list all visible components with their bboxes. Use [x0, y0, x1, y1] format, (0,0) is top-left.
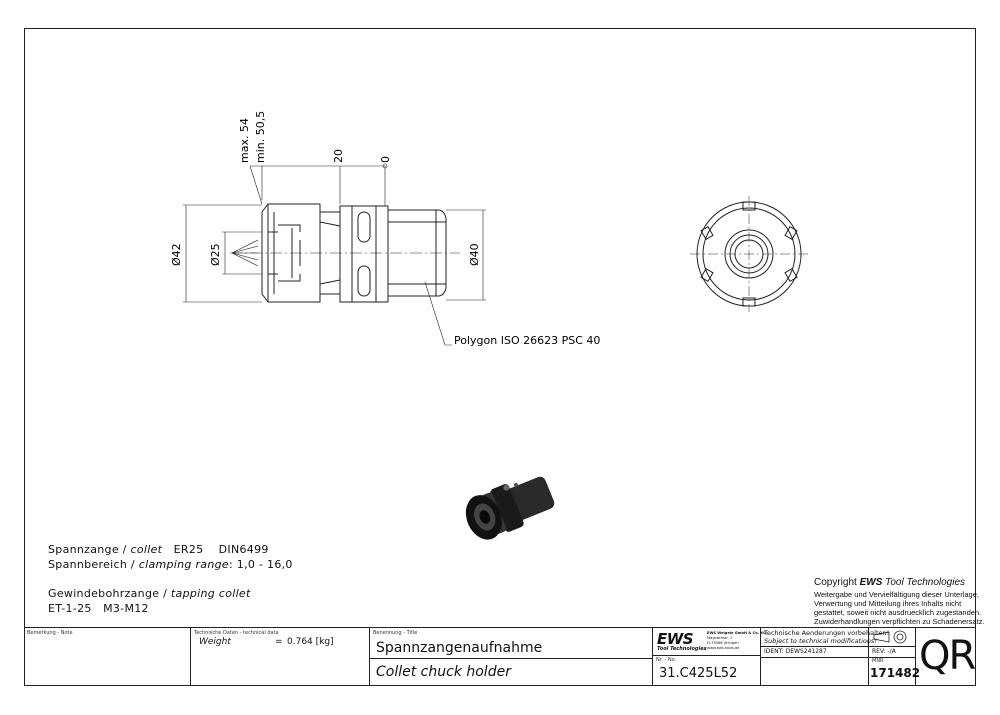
copyright-line2: Verwertung und Mitteilung ihres Inhalts …: [814, 599, 962, 608]
company-line4: www.ews-tools.de: [707, 646, 740, 650]
ews-logo: EWS: [657, 630, 694, 648]
dim-0-label: 0: [379, 156, 392, 163]
mnr-label: MNR: [872, 658, 884, 664]
title-de: Spannzangenaufnahme: [376, 640, 543, 656]
weight-label: Weight: [199, 637, 231, 647]
dim-d25-label: Ø25: [209, 243, 222, 266]
qr-cell: QR: [916, 628, 976, 686]
company-line3: D-73066 Uhingen: [707, 641, 739, 645]
copyright-line1: Weitergabe und Vervielfältigung dieser U…: [814, 590, 979, 599]
title-cell: Benennung - Title Spannzangenaufnahme Co…: [370, 628, 653, 686]
weight-value: 0.764 [kg]: [287, 637, 334, 647]
drawing-frame: [24, 28, 976, 686]
techdata-cell: Technische Daten - technical data Weight…: [191, 628, 370, 686]
note-et: ET-1-25 M3-M12: [48, 602, 149, 615]
title-block: Bemerkung - Note Technische Daten - tech…: [24, 627, 976, 686]
qr-mark: QR: [919, 633, 976, 679]
dim-20-label: 20: [332, 149, 345, 163]
projection-symbol-icon: [873, 630, 907, 644]
dim-max-label: max. 54: [238, 118, 251, 163]
company-line1: EWS Weigele GmbH & Co. KG: [707, 631, 767, 635]
mnr-value: 171482: [870, 666, 921, 680]
ews-logo-sub: Tool Technologies: [657, 646, 707, 652]
note-collet: Spannzange / collet ER25 DIN6499: [48, 543, 269, 556]
changes-en: Subject to technical modifications!: [764, 637, 877, 645]
rev-cell: REV: -/A MNR 171482: [869, 628, 920, 686]
dim-d40-label: Ø40: [468, 243, 481, 266]
changes-cell: Technische Aenderungen vorbehalten! Subj…: [761, 628, 889, 686]
copyright-line3: gestattet, soweit nicht ausdruecklich zu…: [814, 608, 982, 617]
polygon-callout: Polygon ISO 26623 PSC 40: [454, 334, 600, 347]
title-label: Benennung - Title: [373, 630, 418, 636]
isometric-view: [465, 476, 555, 540]
dim-d42-label: Ø42: [170, 243, 183, 266]
remark-label: Bemerkung - Note: [27, 630, 73, 636]
copyright-title: Copyright EWS Tool Technologies: [814, 577, 966, 588]
dimension-lines: [183, 163, 486, 346]
title-en: Collet chuck holder: [376, 664, 511, 680]
note-tapping-collet: Gewindebohrzange / tapping collet: [48, 587, 251, 600]
rev-value: REV: -/A: [872, 648, 896, 655]
ident-value: IDENT: DEWS241287: [764, 648, 827, 655]
side-view: [230, 203, 460, 303]
weight-eq: =: [275, 637, 283, 647]
part-number: 31.C425L52: [659, 666, 738, 681]
remark-cell: Bemerkung - Note: [24, 628, 191, 686]
copyright-line4: Zuwiderhandlungen verpflichten zu Schade…: [814, 617, 985, 626]
front-view: [690, 196, 808, 312]
changes-de: Technische Aenderungen vorbehalten!: [764, 629, 890, 637]
company-cell: EWS Tool Technologies EWS Weigele GmbH &…: [653, 628, 766, 686]
company-line2: Maybachstr. 1: [707, 636, 733, 640]
nr-label: Nr. - No.: [656, 657, 677, 663]
note-clamping-range: Spannbereich / clamping range: 1,0 - 16,…: [48, 558, 293, 571]
techdata-label: Technische Daten - technical data: [194, 630, 279, 636]
dim-min-label: min. 50,5: [254, 111, 267, 163]
